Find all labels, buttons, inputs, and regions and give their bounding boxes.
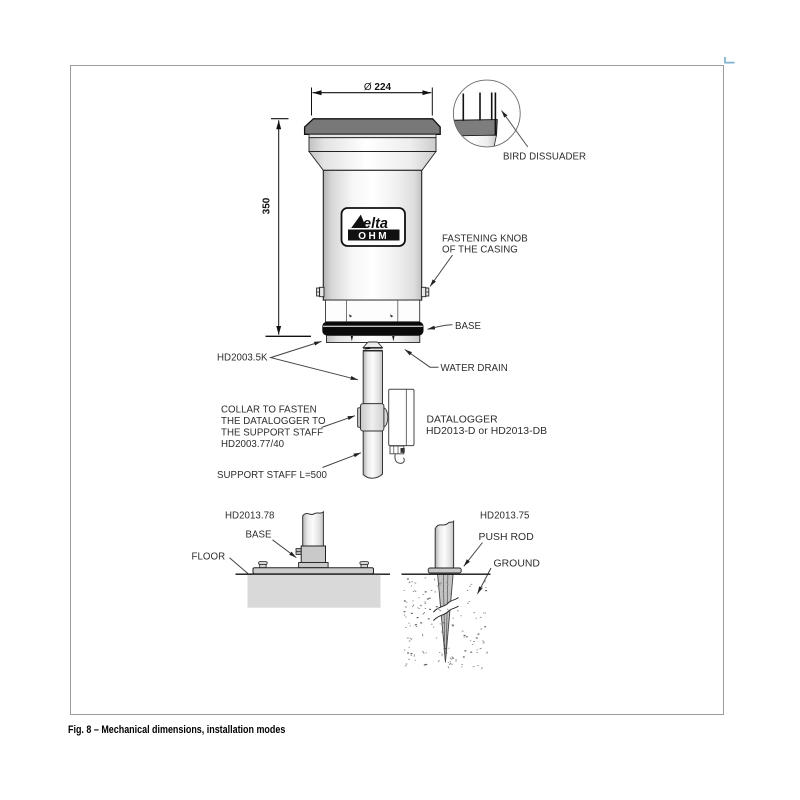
svg-text:COLLAR TO FASTEN: COLLAR TO FASTEN <box>221 405 317 416</box>
svg-text:HD2003.77/40: HD2003.77/40 <box>221 439 285 450</box>
svg-text:BASE: BASE <box>246 530 273 541</box>
svg-text:FASTENING KNOB: FASTENING KNOB <box>442 233 528 244</box>
svg-text:Fig. 8 – Mechanical dimensions: Fig. 8 – Mechanical dimensions, installa… <box>68 724 286 736</box>
svg-text:GROUND: GROUND <box>494 558 540 569</box>
svg-text:HD2013.78: HD2013.78 <box>225 510 274 521</box>
svg-text:SUPPORT STAFF L=500: SUPPORT STAFF L=500 <box>217 470 328 481</box>
svg-text:OHM: OHM <box>358 231 389 242</box>
svg-text:elta: elta <box>363 216 388 232</box>
svg-text:FLOOR: FLOOR <box>192 551 226 562</box>
svg-text:THE SUPPORT STAFF: THE SUPPORT STAFF <box>221 428 323 439</box>
svg-text:OF THE CASING: OF THE CASING <box>442 245 518 256</box>
svg-text:WATER DRAIN: WATER DRAIN <box>441 363 508 374</box>
svg-text:BASE: BASE <box>455 321 482 332</box>
svg-text:HD2013-D or HD2013-DB: HD2013-D or HD2013-DB <box>426 426 547 437</box>
svg-text:HD2003.5K: HD2003.5K <box>217 353 268 364</box>
svg-text:HD2013.75: HD2013.75 <box>480 510 529 521</box>
svg-text:Ø 224: Ø 224 <box>364 82 392 93</box>
svg-text:PUSH ROD: PUSH ROD <box>479 532 534 543</box>
svg-text:THE DATALOGGER TO: THE DATALOGGER TO <box>221 416 326 427</box>
svg-text:350: 350 <box>262 197 273 214</box>
svg-text:DATALOGGER: DATALOGGER <box>427 414 499 425</box>
svg-text:BIRD DISSUADER: BIRD DISSUADER <box>503 152 586 163</box>
